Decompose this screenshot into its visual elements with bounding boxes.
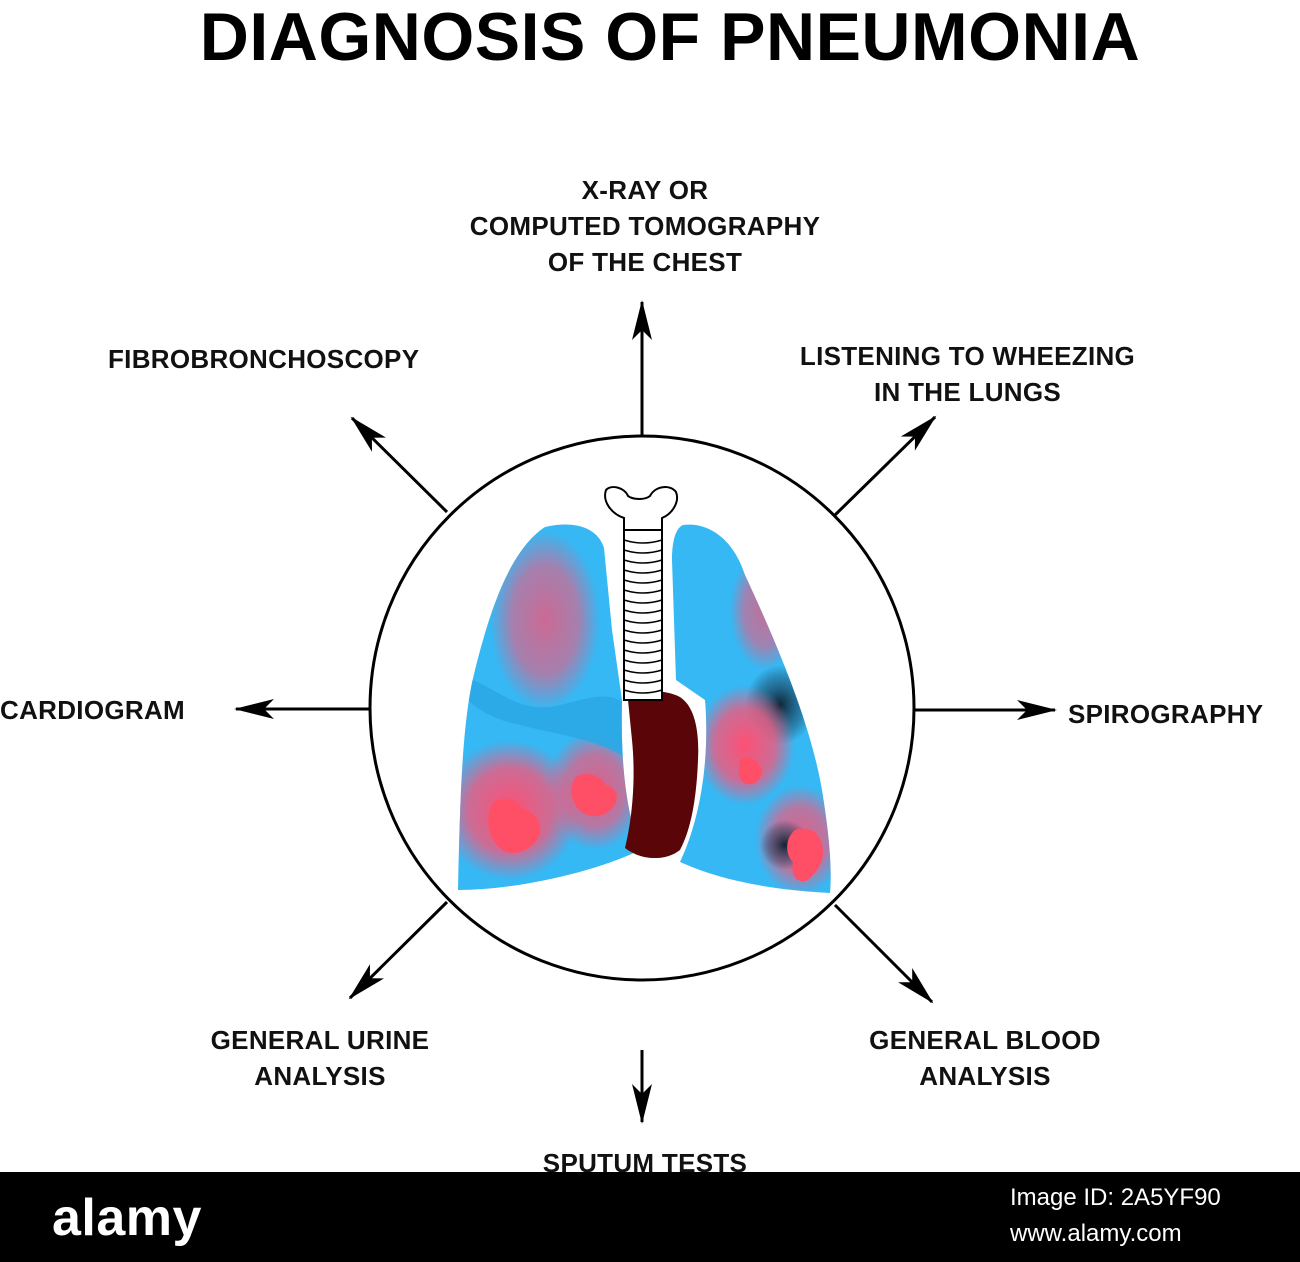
label-xray-line-3: OF THE CHEST bbox=[547, 247, 743, 277]
arrow-down-left bbox=[348, 900, 449, 1000]
label-sputum-text: SPUTUM TESTS bbox=[542, 1148, 748, 1172]
label-wheezing-line-1: LISTENING TO WHEEZING bbox=[799, 341, 1136, 371]
label-urine-line-1: GENERAL URINE bbox=[210, 1025, 430, 1055]
arrow-up-left bbox=[350, 416, 449, 514]
label-sputum-tests: SPUTUM TESTS bbox=[480, 1145, 810, 1172]
label-xray-line-2: COMPUTED TOMOGRAPHY bbox=[469, 211, 821, 241]
label-blood-line-2: ANALYSIS bbox=[919, 1061, 1051, 1091]
label-wheezing: LISTENING TO WHEEZING IN THE LUNGS bbox=[760, 338, 1175, 410]
arrow-up-right bbox=[833, 415, 937, 517]
label-blood-line-1: GENERAL BLOOD bbox=[869, 1025, 1101, 1055]
lungs-illustration-icon bbox=[458, 486, 831, 893]
label-urine-line-2: ANALYSIS bbox=[254, 1061, 386, 1091]
label-xray-ct: X-RAY OR COMPUTED TOMOGRAPHY OF THE CHES… bbox=[440, 172, 850, 280]
alamy-logo: alamy bbox=[52, 1189, 202, 1247]
footer-url-text: www.alamy.com bbox=[1010, 1220, 1182, 1247]
label-cardiogram: CARDIOGRAM bbox=[0, 692, 185, 728]
page-title: DIAGNOSIS OF PNEUMONIA bbox=[199, 0, 1141, 75]
diagram-canvas bbox=[234, 300, 1057, 1124]
watermark-footer: alamy Image ID: 2A5YF90 www.alamy.com bbox=[0, 1172, 1300, 1262]
label-cardiogram-text: CARDIOGRAM bbox=[0, 695, 185, 725]
label-blood-analysis: GENERAL BLOOD ANALYSIS bbox=[840, 1022, 1130, 1094]
arrow-down-right bbox=[833, 903, 934, 1004]
label-urine-analysis: GENERAL URINE ANALYSIS bbox=[180, 1022, 460, 1094]
trachea-icon bbox=[604, 486, 678, 701]
label-fibrobronchoscopy-text: FIBROBRONCHOSCOPY bbox=[108, 344, 420, 374]
heart-icon bbox=[625, 691, 699, 859]
label-spirography-text: SPIROGRAPHY bbox=[1068, 699, 1264, 729]
label-fibrobronchoscopy: FIBROBRONCHOSCOPY bbox=[108, 341, 419, 377]
label-wheezing-line-2: IN THE LUNGS bbox=[873, 377, 1062, 407]
image-id-text: Image ID: 2A5YF90 bbox=[1010, 1184, 1221, 1211]
label-xray-line-1: X-RAY OR bbox=[581, 175, 709, 205]
label-spirography: SPIROGRAPHY bbox=[1068, 696, 1263, 732]
